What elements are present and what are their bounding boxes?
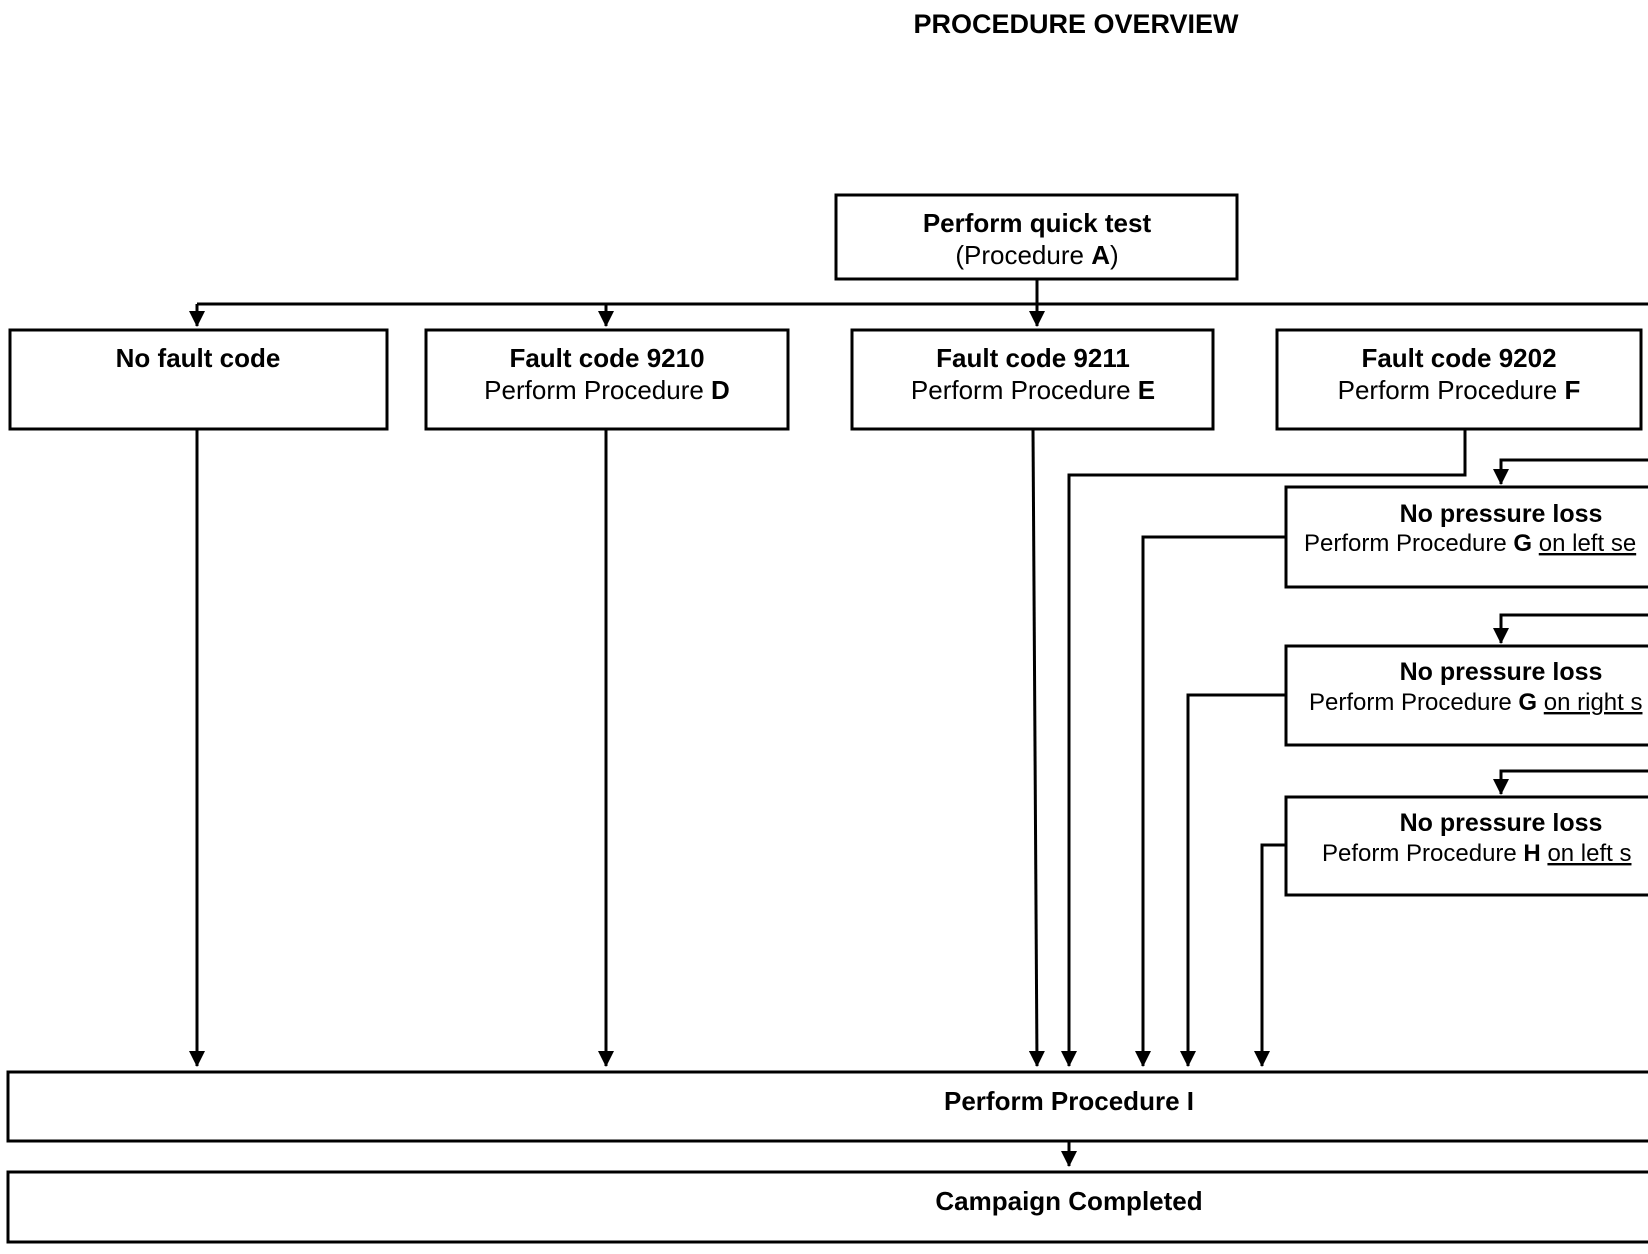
arrow-to-npl-1 bbox=[1493, 458, 1648, 485]
arrow-9202-to-procedure-i bbox=[1061, 420, 1467, 1067]
node-fault-9211: Fault code 9211 Perform Procedure E bbox=[850, 328, 1215, 431]
node-quick-test: Perform quick test (Procedure A) bbox=[834, 193, 1239, 281]
node-box bbox=[6, 1070, 1648, 1143]
node-title: Fault code 9210 bbox=[509, 343, 704, 373]
arrow-to-npl-3 bbox=[1493, 769, 1648, 795]
node-no-pressure-loss-2: No pressure loss Perform Procedure G on … bbox=[1284, 644, 1648, 747]
node-subtitle: Perform Procedure E bbox=[911, 375, 1155, 405]
node-subtitle: Perform Procedure G on right s bbox=[1309, 689, 1642, 716]
arrow-npl-2-to-procedure-i bbox=[1180, 693, 1286, 1067]
node-subtitle: (Procedure A) bbox=[955, 240, 1118, 270]
node-subtitle: Perform Procedure G on left se bbox=[1304, 530, 1636, 557]
node-title: No pressure loss bbox=[1400, 500, 1603, 528]
node-no-pressure-loss-3: No pressure loss Peform Procedure H on l… bbox=[1284, 795, 1648, 897]
node-subtitle: Peform Procedure H on left s bbox=[1322, 840, 1631, 867]
node-title: No pressure loss bbox=[1400, 809, 1603, 837]
node-title: No pressure loss bbox=[1400, 658, 1603, 686]
node-title: Fault code 9211 bbox=[936, 343, 1130, 373]
node-campaign-completed: Campaign Completed bbox=[6, 1170, 1648, 1244]
arrow-to-npl-2 bbox=[1493, 613, 1648, 644]
node-title: No fault code bbox=[116, 343, 281, 373]
node-title: Fault code 9202 bbox=[1361, 343, 1556, 373]
node-subtitle: Perform Procedure D bbox=[484, 375, 730, 405]
node-fault-9210: Fault code 9210 Perform Procedure D bbox=[424, 328, 790, 431]
node-subtitle: Perform Procedure F bbox=[1338, 375, 1581, 405]
node-no-pressure-loss-1: No pressure loss Perform Procedure G on … bbox=[1284, 485, 1648, 589]
node-title: Perform Procedure I bbox=[944, 1086, 1194, 1116]
node-procedure-i: Perform Procedure I bbox=[6, 1070, 1648, 1143]
arrow-9211-to-procedure-i bbox=[1028, 428, 1045, 1067]
node-title: Perform quick test bbox=[923, 208, 1152, 238]
node-box bbox=[1284, 644, 1648, 747]
node-box bbox=[1284, 485, 1648, 589]
node-box bbox=[6, 1170, 1648, 1244]
page-title: PROCEDURE OVERVIEW bbox=[913, 9, 1239, 39]
node-title: Campaign Completed bbox=[935, 1186, 1202, 1216]
node-fault-9202: Fault code 9202 Perform Procedure F bbox=[1275, 328, 1643, 431]
node-box bbox=[1284, 795, 1648, 897]
node-no-fault-code: No fault code bbox=[8, 328, 389, 431]
arrow-npl-1-to-procedure-i bbox=[1135, 535, 1286, 1067]
connectors bbox=[189, 279, 1648, 1167]
arrow-npl-3-to-procedure-i bbox=[1254, 843, 1286, 1067]
